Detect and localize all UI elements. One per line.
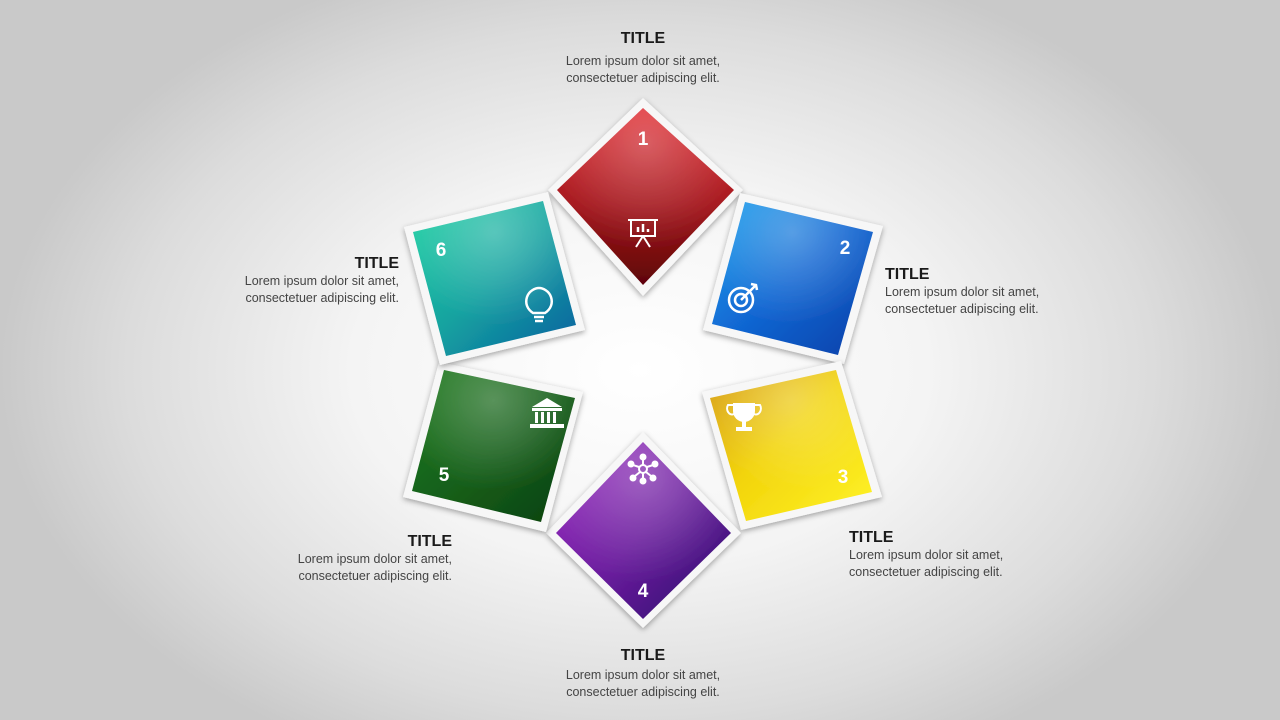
item-6-label: TITLE Lorem ipsum dolor sit amet, consec…: [197, 255, 399, 307]
item-3-title: TITLE: [849, 529, 894, 546]
tile-5: [403, 362, 583, 532]
tile-4: [546, 432, 741, 628]
presentation-chart-icon: [628, 219, 658, 248]
item-1-title: TITLE: [620, 30, 666, 47]
tile-1-number: 1: [638, 129, 649, 150]
item-2-label: TITLE Lorem ipsum dolor sit amet, consec…: [885, 266, 1085, 318]
tile-3-number: 3: [838, 467, 849, 488]
item-3-desc-1: Lorem ipsum dolor sit amet,: [849, 548, 1004, 562]
tile-5-number: 5: [439, 465, 450, 486]
item-1-desc-1: Lorem ipsum dolor sit amet,: [565, 54, 721, 68]
tile-4-number: 4: [638, 581, 649, 602]
item-2-desc-1: Lorem ipsum dolor sit amet,: [885, 285, 1040, 299]
item-6-desc-1: Lorem ipsum dolor sit amet,: [244, 274, 399, 288]
item-4-desc-2: consectetuer adipiscing elit.: [566, 685, 720, 699]
target-icon: [727, 282, 759, 314]
tile-3: [702, 361, 882, 530]
item-5-desc-1: Lorem ipsum dolor sit amet,: [297, 552, 452, 566]
item-1-desc-2: consectetuer adipiscing elit.: [566, 71, 720, 85]
item-6-title: TITLE: [354, 255, 399, 272]
lightbulb-icon: [525, 286, 553, 323]
item-5-label: TITLE Lorem ipsum dolor sit amet, consec…: [250, 533, 452, 585]
item-3-label: TITLE Lorem ipsum dolor sit amet, consec…: [849, 529, 1049, 581]
tile-2-number: 2: [840, 238, 851, 259]
item-4-label: TITLE Lorem ipsum dolor sit amet, consec…: [543, 647, 743, 701]
item-2-title: TITLE: [885, 266, 930, 283]
network-icon: [627, 453, 659, 485]
tile-6-number: 6: [436, 240, 447, 261]
item-4-title: TITLE: [620, 647, 666, 664]
item-2-desc-2: consectetuer adipiscing elit.: [885, 302, 1039, 316]
tile-1: [548, 98, 743, 296]
tile-6: [404, 192, 585, 365]
item-4-desc-1: Lorem ipsum dolor sit amet,: [565, 668, 721, 682]
item-3-desc-2: consectetuer adipiscing elit.: [849, 565, 1003, 579]
item-6-desc-2: consectetuer adipiscing elit.: [245, 291, 399, 305]
item-5-title: TITLE: [407, 533, 452, 550]
item-1-label: TITLE Lorem ipsum dolor sit amet, consec…: [543, 30, 743, 87]
bank-icon: [530, 398, 564, 428]
item-5-desc-2: consectetuer adipiscing elit.: [298, 569, 452, 583]
trophy-icon: [726, 403, 762, 431]
tile-2: [703, 193, 883, 364]
